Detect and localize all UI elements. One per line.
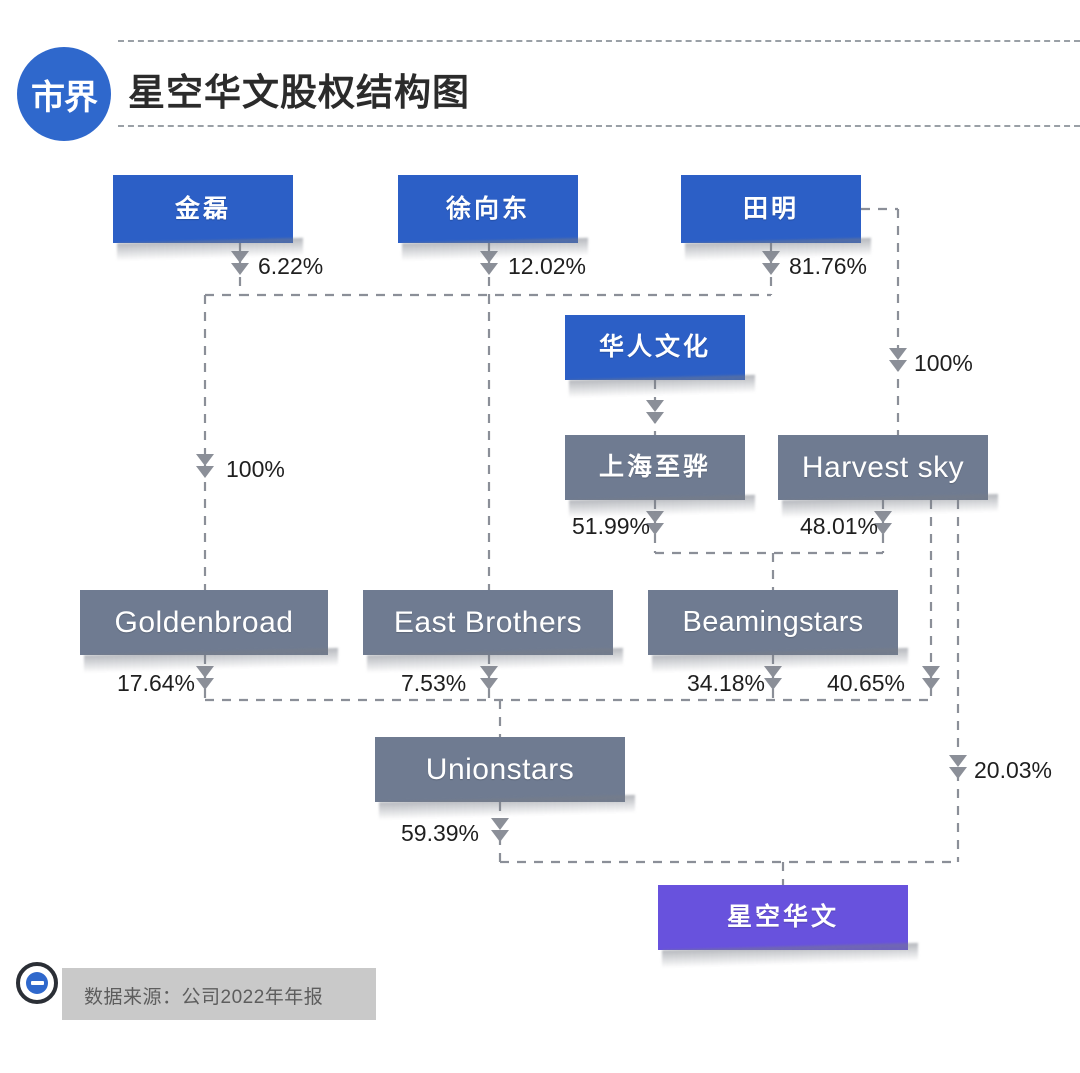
edge-label-harvestsky-unionstars-pct: 40.65%: [827, 670, 906, 696]
node-harvestsky[interactable]: Harvest sky: [778, 435, 988, 500]
edge-label-harvestsky-target-pct: 20.03%: [974, 757, 1053, 783]
node-label: 金磊: [174, 194, 231, 223]
node-label: 上海至骅: [598, 453, 711, 482]
edge-label-eastbrothers-pct: 7.53%: [401, 670, 467, 696]
brand-circle-icon: 市界: [17, 47, 111, 141]
node-huarenwenhua[interactable]: 华人文化: [565, 315, 745, 380]
edge-label-goldenbroad-in-pct: 100%: [226, 456, 285, 482]
edge-label-jinlei-pct: 6.22%: [258, 253, 324, 279]
edge-label-unionstars-pct: 59.39%: [401, 820, 480, 846]
node-label: East Brothers: [393, 605, 583, 639]
header-divider-bottom: [118, 125, 1080, 127]
node-eastbrothers[interactable]: East Brothers: [363, 590, 613, 655]
node-label: Harvest sky: [801, 450, 965, 484]
node-shanghaizhihua[interactable]: 上海至骅: [565, 435, 745, 500]
edge-label-xuxiangdong-pct: 12.02%: [508, 253, 587, 279]
node-xuxiangdong[interactable]: 徐向东: [398, 175, 578, 243]
node-label: 田明: [742, 194, 799, 223]
data-source-text: 数据来源：公司2022年年报: [84, 987, 324, 1008]
node-label: Unionstars: [425, 752, 575, 786]
node-label: Goldenbroad: [114, 605, 294, 639]
node-label: 华人文化: [598, 333, 711, 362]
edge-label-tianming-pct: 81.76%: [789, 253, 868, 279]
node-xingkonghuawen[interactable]: 星空华文: [658, 885, 908, 950]
node-unionstars[interactable]: Unionstars: [375, 737, 625, 802]
footer-bar: [62, 968, 376, 1020]
node-jinlei[interactable]: 金磊: [113, 175, 293, 243]
edge-label-shanghaizhihua-pct: 51.99%: [572, 513, 651, 539]
edge-label-tianming-harvestsky-pct: 100%: [914, 350, 973, 376]
edge-label-goldenbroad-pct: 17.64%: [117, 670, 196, 696]
node-goldenbroad[interactable]: Goldenbroad: [80, 590, 328, 655]
edge-label-beamingstars-pct: 34.18%: [687, 670, 766, 696]
node-label: Beamingstars: [682, 606, 864, 639]
node-label: 徐向东: [445, 194, 530, 223]
no-entry-icon: [16, 962, 58, 1004]
node-beamingstars[interactable]: Beamingstars: [648, 590, 898, 655]
header-divider-top: [118, 40, 1080, 42]
page-title: 星空华文股权结构图: [128, 72, 470, 113]
node-tianming[interactable]: 田明: [681, 175, 861, 243]
edge-label-harvestsky-beamingstars-pct: 48.01%: [800, 513, 879, 539]
no-entry-icon-inner: [26, 972, 48, 994]
node-label: 星空华文: [726, 903, 839, 932]
no-entry-icon-bar: [30, 981, 44, 985]
